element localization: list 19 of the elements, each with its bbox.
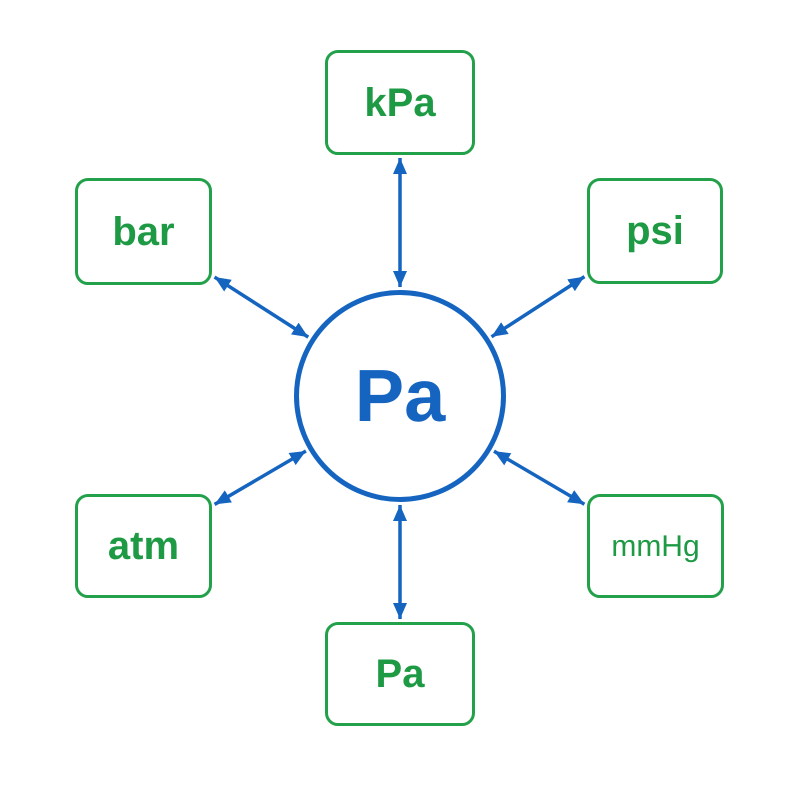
unit-box: [587, 494, 724, 598]
double-arrow: [493, 450, 586, 506]
unit-box: [325, 622, 475, 726]
unit-box: [75, 178, 212, 285]
unit-label: Pa: [376, 652, 424, 696]
unit-label: Pa: [354, 355, 446, 437]
unit-label: kPa: [364, 80, 436, 124]
double-arrow: [490, 275, 586, 338]
double-arrow: [214, 450, 307, 506]
unit-label: bar: [112, 210, 175, 254]
unit-label: psi: [626, 209, 684, 253]
unit-label: mmHg: [611, 530, 700, 562]
unit-box: [325, 50, 475, 155]
double-arrow: [393, 505, 407, 619]
double-arrow: [393, 158, 407, 287]
unit-box: [587, 178, 723, 284]
unit-label: atm: [108, 524, 180, 568]
unit-box: [75, 494, 212, 598]
double-arrow: [214, 276, 310, 339]
